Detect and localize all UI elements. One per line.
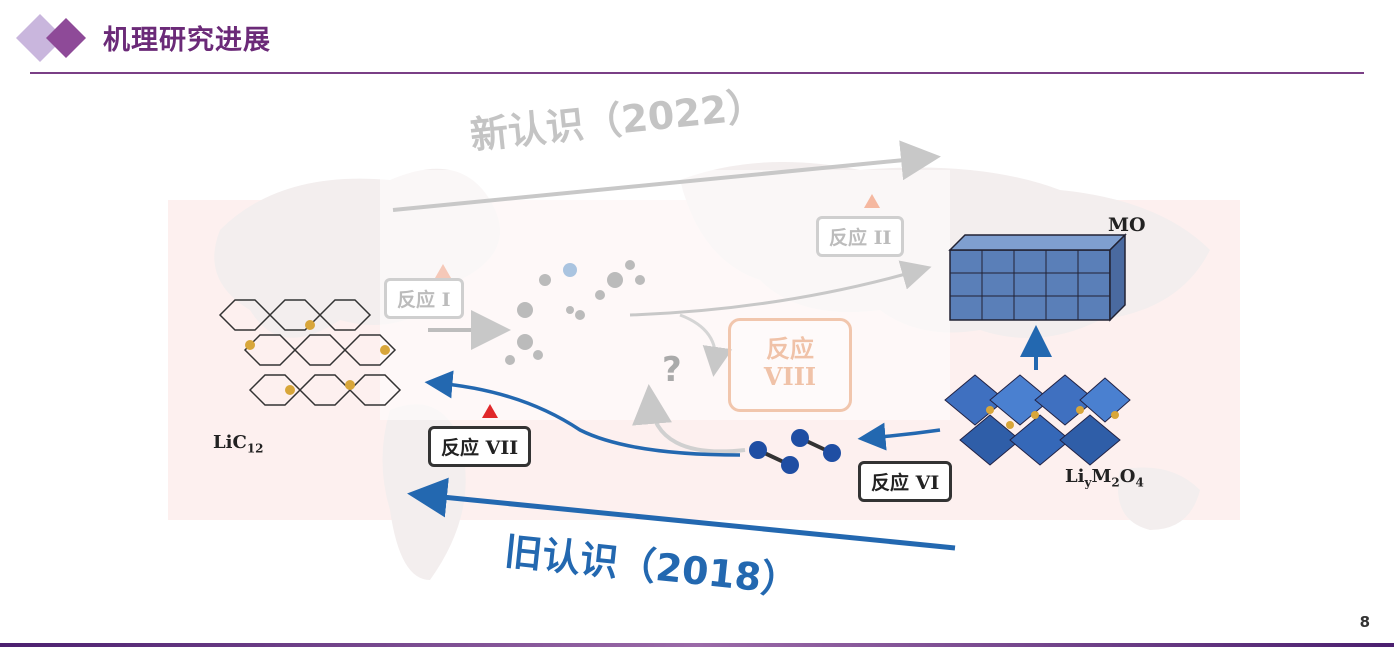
diamond-logo-icon xyxy=(16,14,86,62)
reaction-6-label: 反应 VI xyxy=(858,461,953,502)
oxygen-molecule-icon xyxy=(749,429,841,474)
mechanism-diagram: 反应 I 反应 II 反应 VII 反应 VI 反应 VIII xyxy=(160,110,1260,610)
diagram-graphics xyxy=(218,140,1131,551)
peach-warning-marker xyxy=(864,194,880,208)
red-warning-marker xyxy=(482,404,498,418)
reaction-2-label: 反应 II xyxy=(816,216,905,257)
reaction-7-label: 反应 VII xyxy=(428,426,532,467)
o2-gray-arrow xyxy=(632,384,746,454)
gas-molecules-icon xyxy=(505,260,645,365)
spinel-structure-icon xyxy=(944,374,1131,466)
footer-bar xyxy=(0,643,1394,647)
mo-label: MO xyxy=(1108,214,1146,236)
reaction-2-arrow xyxy=(629,260,932,317)
faint-warning-marker xyxy=(435,264,451,278)
page-title: 机理研究进展 xyxy=(103,25,271,56)
reaction-8-line1: 反应 xyxy=(766,334,814,363)
header-divider xyxy=(30,72,1364,74)
reaction-8-box: 反应 VIII xyxy=(728,318,852,412)
page-number: 8 xyxy=(1359,613,1370,631)
reaction-6-arrow xyxy=(857,422,941,451)
reaction-1-label: 反应 I xyxy=(384,278,464,319)
reaction-8-arrow xyxy=(679,313,733,377)
question-mark: ? xyxy=(662,350,682,390)
slide-header: 机理研究进展 xyxy=(0,0,1394,80)
old-understanding-arrow xyxy=(407,477,956,551)
reaction-7-arrow xyxy=(424,370,741,457)
graphite-structure-icon xyxy=(218,299,402,406)
new-understanding-arrow xyxy=(392,140,941,212)
lim2o4-formula: LiyM2O4 xyxy=(1065,466,1144,490)
mo-crystal-icon xyxy=(948,233,1127,322)
reaction-8-line2: VIII xyxy=(763,362,817,391)
faded-overlay xyxy=(380,170,950,420)
licx-formula: LiC12 xyxy=(213,432,264,456)
